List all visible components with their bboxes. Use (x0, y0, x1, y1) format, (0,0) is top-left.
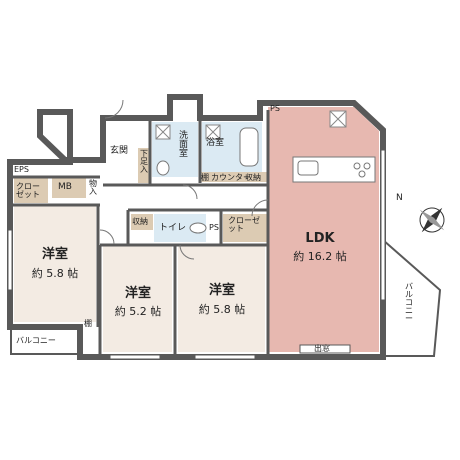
window-label: 出窓 (314, 344, 330, 353)
entrance-label: 玄関 (110, 146, 129, 156)
western-room-3-size: 約 5.8 帖 (198, 303, 246, 316)
kitchen-sink (297, 160, 319, 176)
ldk-size: 約 16.2 帖 (293, 250, 347, 263)
toilet-label: トイレ (159, 223, 187, 233)
balcony-right-label: バルコニー (405, 282, 413, 323)
counter-floor (200, 172, 268, 182)
ldk-name: LDK (305, 231, 335, 246)
stove-burner (358, 170, 366, 178)
storage-floor (131, 214, 153, 230)
mb-floor (52, 178, 86, 198)
bathtub (239, 127, 259, 167)
washroom-label: 洗面室 (179, 131, 189, 159)
western-room-2-name: 洋室 (124, 286, 152, 301)
toilet-fixture (189, 222, 207, 234)
wash-basin (156, 160, 170, 176)
mb-label: MB (58, 182, 72, 192)
bathroom-label: 浴室 (206, 138, 225, 148)
ldk-floor (268, 107, 379, 352)
western-room-1-name: 洋室 (41, 247, 69, 262)
windows (7, 149, 386, 360)
closet-left-floor (14, 178, 48, 203)
outer-wall (7, 94, 386, 360)
shoebox-label: 下足入 (140, 149, 148, 174)
western-room-2-floor (103, 246, 172, 352)
shelf-label: 棚 (201, 173, 209, 182)
stove-burner (363, 162, 371, 170)
closet-floor (223, 214, 267, 242)
compass-icon (419, 207, 445, 233)
shelf-label-left: 棚 (84, 319, 92, 328)
balcony-left-label: バルコニー (16, 336, 56, 345)
western-room-3-floor (178, 246, 265, 352)
storage-label-hall: 収納 (132, 217, 148, 226)
vent-boxes (155, 110, 347, 140)
western-room-1-floor (14, 206, 96, 322)
western-room-1-size: 約 5.8 帖 (31, 267, 79, 280)
closet-label: クローゼット (228, 216, 260, 233)
storage-label-bath: 収納 (245, 173, 261, 182)
compass-north-label: N (396, 193, 403, 203)
ps-label: PS (209, 223, 219, 232)
door-swings (99, 99, 269, 260)
western-room-3-name: 洋室 (208, 283, 236, 298)
stove-burner (353, 162, 361, 170)
closet-left-label: クローゼット (16, 182, 40, 199)
shoebox-floor (138, 148, 150, 183)
western-room-2-size: 約 5.2 帖 (114, 305, 162, 318)
counter-label: カウンター (211, 173, 251, 182)
interior-walls (10, 110, 270, 357)
ps-label-top: PS (270, 104, 280, 113)
storage-mono-label: 物入 (89, 179, 97, 196)
balcony-left (10, 326, 80, 355)
eps-label: EPS (14, 165, 29, 174)
